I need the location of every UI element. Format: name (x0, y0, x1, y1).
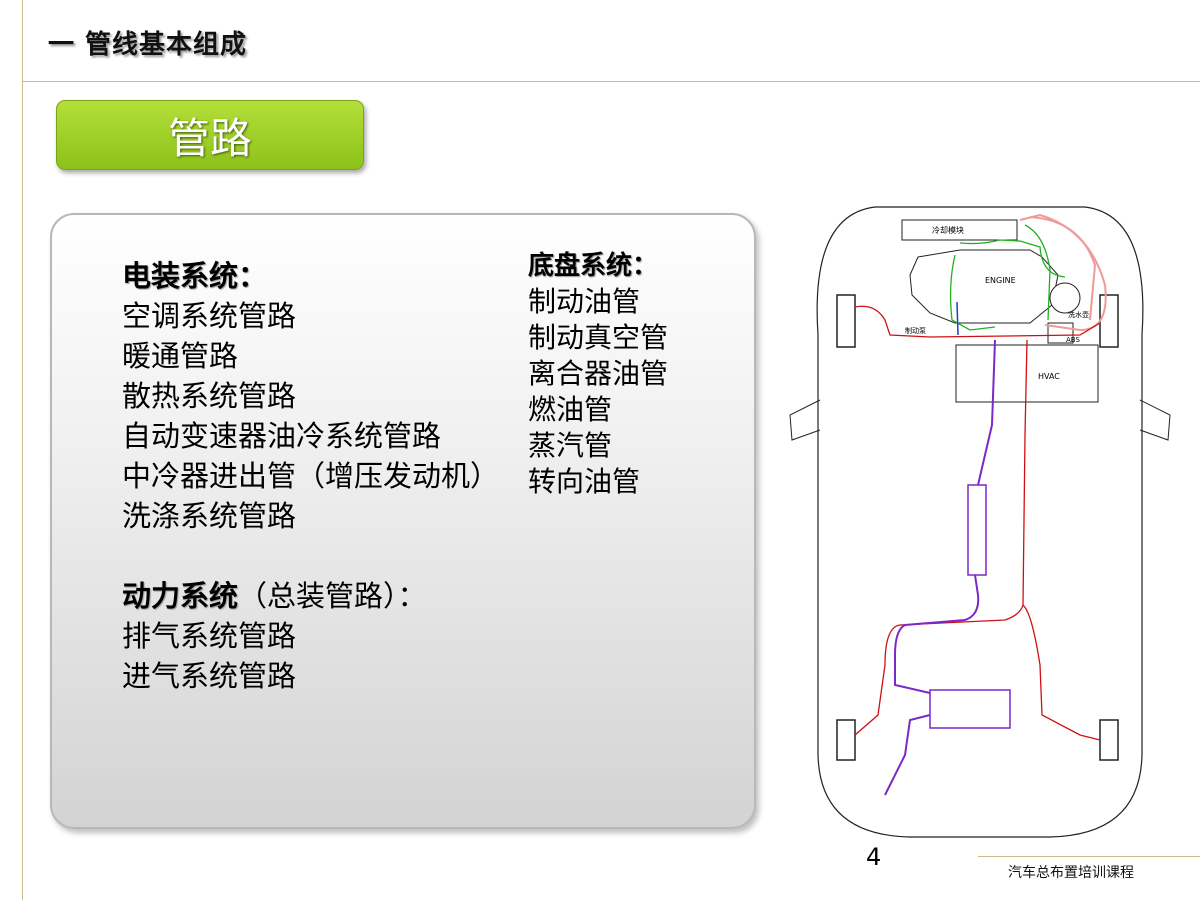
list-item: 蒸汽管 (528, 429, 613, 462)
washer-label: 洗水壶 (1068, 310, 1089, 319)
spacer (122, 536, 502, 576)
footer-divider-line (978, 856, 1200, 857)
power-note: （总装管路）： (238, 579, 427, 613)
brake-line (854, 339, 1028, 736)
list-item: 进气系统管路 (122, 659, 297, 693)
electrical-heading: 电装系统： (122, 259, 268, 293)
left-divider-line (22, 0, 23, 900)
radiator-module (901, 219, 1018, 241)
list-item: 制动真空管 (528, 321, 669, 354)
right-mirror (1139, 399, 1171, 441)
brake-label: 制动泵 (905, 326, 926, 335)
section-badge: 管路 (56, 100, 364, 170)
chassis-heading: 底盘系统： (528, 251, 659, 281)
blue-line (956, 301, 959, 336)
abs-label: ABS (1066, 336, 1080, 344)
car-body-outline (816, 206, 1144, 838)
power-heading: 动力系统 (122, 579, 239, 613)
list-item: 自动变速器油冷系统管路 (122, 419, 442, 453)
list-item: 散热系统管路 (122, 379, 297, 413)
course-name: 汽车总布置培训课程 (1008, 865, 1134, 881)
left-column: 电装系统： 空调系统管路 暖通管路 散热系统管路 自动变速器油冷系统管路 中冷器… (122, 256, 502, 696)
wheel-front-right (1099, 294, 1119, 348)
vehicle-piping-diagram: 冷却模块 ENGINE 洗水壶 制动泵 ABS HVAC (789, 206, 1171, 838)
exhaust-pipe (894, 339, 996, 694)
header-divider-line (22, 81, 1200, 82)
hvac-label: HVAC (1038, 372, 1060, 381)
list-item: 燃油管 (528, 393, 613, 426)
list-item: 空调系统管路 (122, 299, 297, 333)
list-item: 制动油管 (528, 285, 641, 318)
exhaust-muffler (929, 689, 1011, 729)
page-number: 4 (866, 843, 882, 871)
list-item: 中冷器进出管（增压发动机） (122, 459, 500, 493)
brake-line (1022, 604, 1101, 741)
exhaust-resonator (967, 484, 987, 576)
washer-tank (1049, 282, 1081, 314)
wheel-rear-right (1099, 719, 1119, 761)
engine-label: ENGINE (985, 276, 1016, 285)
brake-line (854, 305, 1101, 338)
content-panel (50, 213, 756, 829)
engine-block (909, 249, 1059, 324)
list-item: 暖通管路 (122, 339, 239, 373)
slide-title: 一 管线基本组成 (48, 30, 248, 60)
coolant-line (949, 254, 996, 331)
right-column: 底盘系统： 制动油管 制动真空管 离合器油管 燃油管 蒸汽管 转向油管 (528, 248, 728, 500)
list-item: 离合器油管 (528, 357, 669, 390)
ac-line (1029, 216, 1097, 321)
wheel-rear-left (836, 719, 856, 761)
wheel-front-left (836, 294, 856, 348)
list-item: 排气系统管路 (122, 619, 297, 653)
power-heading-row: 动力系统（总装管路）： (122, 576, 502, 616)
exhaust-tailpipe (884, 714, 931, 796)
list-item: 洗涤系统管路 (122, 499, 297, 533)
section-badge-label: 管路 (167, 113, 252, 163)
coolant-line (959, 239, 1066, 278)
radiator-label: 冷却模块 (932, 225, 964, 235)
list-item: 转向油管 (528, 465, 641, 498)
coolant-line (1024, 224, 1051, 321)
left-mirror (789, 399, 821, 441)
